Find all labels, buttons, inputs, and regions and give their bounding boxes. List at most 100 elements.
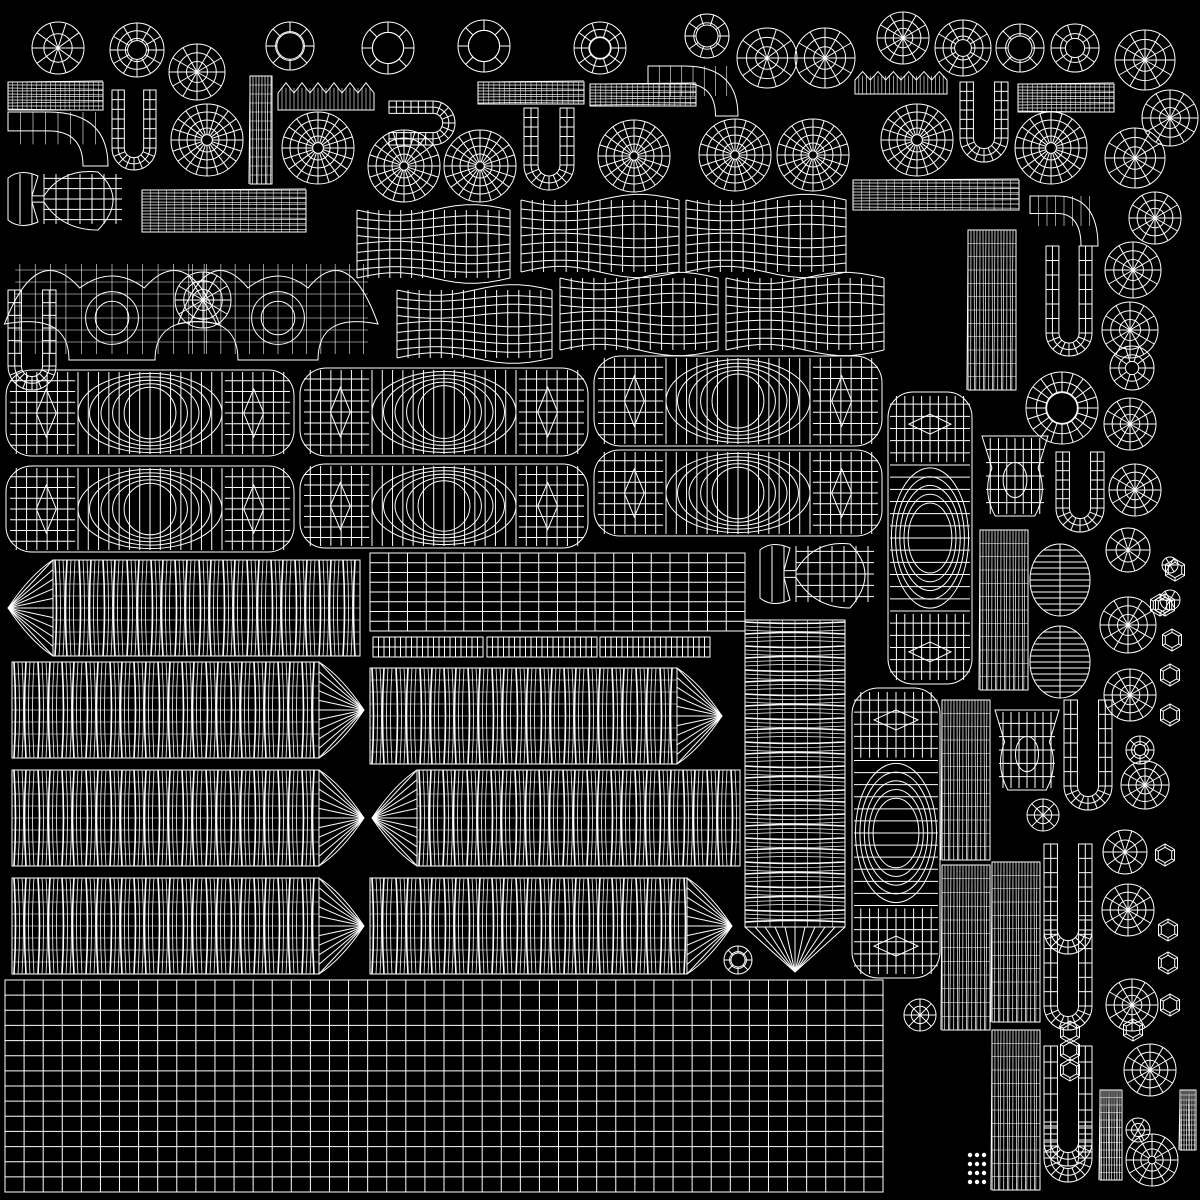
hexagon-nut <box>1155 843 1175 867</box>
tall-pill-island <box>887 391 973 685</box>
radial-disc <box>573 21 627 75</box>
hexagon-nut <box>1165 558 1185 582</box>
wave-strip <box>854 70 948 95</box>
wrench-shape <box>7 171 122 231</box>
radial-disc <box>1102 829 1148 875</box>
radial-disc <box>1101 883 1155 937</box>
dense-stripe-strip <box>141 188 307 233</box>
rivet-dot <box>974 1170 980 1176</box>
grid-strip <box>486 636 598 658</box>
radial-disc <box>1014 111 1088 185</box>
radial-disc <box>281 111 355 185</box>
radial-disc <box>1103 397 1157 451</box>
threaded-bolt-island <box>744 619 846 973</box>
hexagon-nut <box>1160 663 1180 687</box>
radial-disc <box>1128 191 1182 245</box>
radial-disc <box>367 129 441 203</box>
wavy-grid-strip <box>356 204 511 284</box>
radial-disc <box>1120 760 1170 810</box>
wing-nut-shape <box>177 264 379 361</box>
dense-stripe-strip <box>940 699 991 861</box>
threaded-bolt-island <box>11 661 365 759</box>
wavy-grid-strip <box>520 193 680 279</box>
radial-disc <box>1101 301 1159 359</box>
rivet-dot <box>981 1170 987 1176</box>
threaded-bolt-island <box>7 559 361 657</box>
pill-island <box>299 463 589 549</box>
radial-disc <box>698 118 772 192</box>
grid-strip-islands <box>4 75 1197 1193</box>
threaded-bolt-islands <box>7 559 846 975</box>
rivet-dot <box>967 1179 973 1185</box>
threaded-bolt-island <box>371 769 741 867</box>
radial-disc <box>1026 798 1060 832</box>
radial-disc <box>876 11 930 65</box>
radial-disc <box>1025 371 1099 445</box>
hexagon-nut <box>1150 593 1170 617</box>
radial-disc <box>684 13 730 59</box>
dense-stripe-strip <box>990 861 1041 1023</box>
dense-stripe-strip <box>477 80 585 105</box>
radial-disc <box>1141 89 1199 147</box>
rivet-dot <box>974 1179 980 1185</box>
dense-stripe-strip <box>978 529 1029 691</box>
radial-disc <box>597 119 671 193</box>
radial-disc <box>1125 1117 1151 1143</box>
radial-disc <box>31 21 85 75</box>
curved-hook-island <box>1045 245 1093 357</box>
threaded-bolt-island <box>369 877 733 975</box>
wavy-grid-strip <box>396 284 553 364</box>
hook-islands <box>7 81 1113 1183</box>
curved-hook-island <box>111 89 157 171</box>
dense-stripe-strip <box>1017 82 1115 113</box>
dense-stripe-strip <box>1098 1089 1123 1181</box>
dense-stripe-strip <box>7 80 104 111</box>
hexagon-nut <box>1160 993 1180 1017</box>
radial-disc <box>170 103 244 177</box>
oval-grid-disc <box>1029 543 1091 617</box>
radial-disc <box>168 43 226 101</box>
dense-stripe-strip <box>248 75 273 185</box>
radial-disc <box>443 129 517 203</box>
radial-disc <box>265 21 315 71</box>
hexagon-nut <box>1158 951 1178 975</box>
radial-disc <box>361 21 415 75</box>
radial-disc <box>880 103 954 177</box>
curved-hook-island <box>523 107 575 191</box>
rivet-dot <box>967 1152 973 1158</box>
rivet-dot <box>967 1161 973 1167</box>
radial-disc <box>1109 345 1155 391</box>
pill-islands <box>5 355 973 979</box>
pill-island <box>5 369 295 457</box>
threaded-bolt-island <box>369 667 723 765</box>
curved-hook-island <box>1043 1121 1093 1183</box>
radial-disc <box>723 945 753 975</box>
radial-disc <box>736 27 798 89</box>
hexagon-nut-islands <box>1060 558 1185 1082</box>
radial-disc-islands <box>31 11 1199 1187</box>
threaded-bolt-island <box>11 877 365 975</box>
dense-stripe-strip <box>1178 1089 1197 1151</box>
pill-island <box>593 449 883 537</box>
radial-disc <box>1099 596 1157 654</box>
large-grid-sheet <box>4 979 884 1193</box>
hexagon-nut <box>1158 918 1178 942</box>
pill-island <box>5 465 295 553</box>
curved-hook-island <box>388 100 456 146</box>
radial-disc <box>776 118 850 192</box>
radial-disc <box>1103 668 1157 722</box>
radial-disc <box>995 23 1045 73</box>
oval-grid-disc <box>1029 625 1091 699</box>
wave-strip <box>277 81 375 111</box>
radial-disc <box>1114 29 1176 91</box>
radial-disc <box>794 27 856 89</box>
rivet-dot <box>974 1161 980 1167</box>
curved-hook-island <box>959 81 1009 163</box>
radial-disc <box>1105 527 1151 573</box>
threaded-bolt-island <box>11 769 365 867</box>
hexagon-nut <box>1160 703 1180 727</box>
dense-stripe-strip <box>589 82 697 107</box>
radial-disc <box>1125 735 1155 765</box>
bracket-shape <box>981 435 1049 517</box>
